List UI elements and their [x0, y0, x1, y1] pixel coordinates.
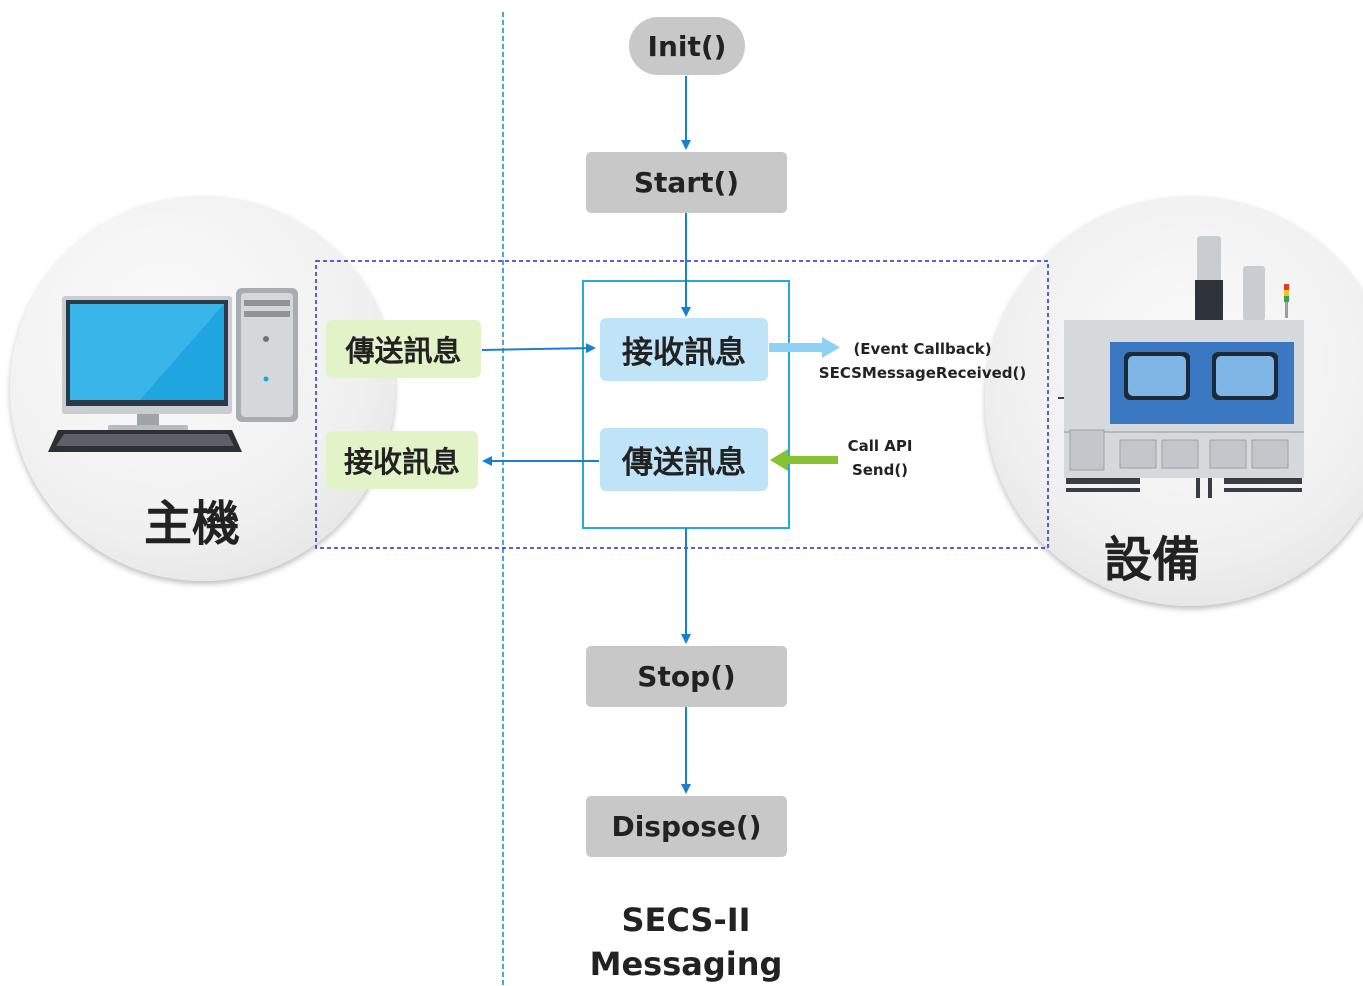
send-message-box: 傳送訊息 — [600, 428, 768, 491]
callback-arrow — [769, 337, 840, 358]
receive-message-box: 接收訊息 — [600, 318, 768, 381]
host-label: 主機 — [144, 496, 241, 552]
api-label: Call API Send() — [830, 434, 930, 482]
stop-node: Stop() — [586, 646, 787, 707]
api-line1: Call API — [847, 437, 913, 455]
title-line1: SECS-II — [621, 901, 751, 939]
equipment-label: 設備 — [1104, 532, 1201, 588]
machine-icon — [1058, 236, 1304, 498]
api-arrow — [770, 449, 838, 471]
host-send-box: 傳送訊息 — [326, 320, 481, 378]
title-line2: Messaging — [589, 945, 783, 983]
callback-line2: SECSMessageReceived() — [818, 364, 1027, 382]
computer-icon — [48, 288, 298, 452]
messaging-region — [315, 260, 1049, 549]
dispose-node: Dispose() — [586, 796, 787, 857]
callback-label: (Event Callback) SECSMessageReceived() — [800, 337, 1045, 385]
arrow-host-send — [481, 343, 596, 354]
host-receive-box: 接收訊息 — [326, 431, 478, 489]
diagram-title: SECS-II Messaging — [536, 898, 836, 986]
start-node: Start() — [586, 152, 787, 213]
init-node: Init() — [629, 17, 745, 75]
api-line2: Send() — [851, 461, 909, 479]
callback-line1: (Event Callback) — [853, 340, 992, 358]
